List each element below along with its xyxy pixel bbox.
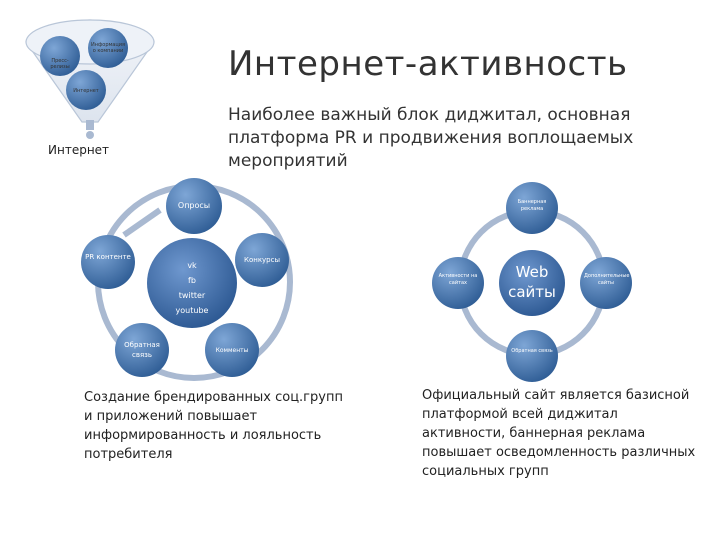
- funnel-circle-left: [40, 36, 80, 76]
- right-center-text: Web сайты: [502, 262, 562, 302]
- right-center-circle: [499, 250, 565, 316]
- page-subtitle: Наиболее важный блок диджитал, основная …: [228, 105, 634, 171]
- right-node-top-label: Баннерная реклама: [517, 199, 547, 212]
- left-node-right-label: Конкурсы: [243, 256, 281, 264]
- right-node-left: [432, 257, 484, 309]
- funnel-bottom-label: Интернет: [48, 143, 110, 157]
- right-node-left-label: Активности на сайтах: [438, 273, 478, 286]
- funnel-label-info: Информация о компании: [90, 42, 125, 54]
- left-cycle-graphic: [81, 178, 293, 381]
- funnel-label-internet: Интернет: [73, 88, 99, 94]
- left-node-right: [235, 233, 289, 287]
- left-center-line: vk: [187, 261, 197, 270]
- left-node-bottom-right: [205, 323, 259, 377]
- left-node-left: [81, 235, 135, 289]
- left-center-line: twitter: [178, 291, 206, 300]
- right-center-line: сайты: [508, 283, 556, 301]
- right-node-right: [580, 257, 632, 309]
- right-caption: Официальный сайт является базисной платф…: [422, 388, 696, 479]
- left-node-bottom-left-label: Обратная связь: [124, 341, 160, 359]
- right-node-bottom-label: Обратная связь: [511, 348, 553, 354]
- right-node-top: [506, 182, 558, 234]
- page-title: Интернет-активность: [228, 44, 628, 84]
- right-node-bottom: [506, 330, 558, 382]
- right-cycle-graphic: [432, 182, 632, 382]
- funnel-circle-right: [88, 28, 128, 68]
- left-center-line: youtube: [175, 306, 209, 315]
- left-center-circle: [147, 238, 237, 328]
- funnel-circle-middle: [66, 70, 106, 110]
- left-caption: Создание брендированных соц.групп и прил…: [84, 390, 343, 462]
- left-center-line: fb: [188, 276, 196, 285]
- left-node-top: [166, 178, 222, 234]
- right-center-line: Web: [515, 263, 549, 281]
- left-node-bottom-left: [115, 323, 169, 377]
- left-node-bottom-right-label: Комменты: [215, 347, 249, 354]
- left-center-text: vk fb twitter youtube: [152, 258, 232, 318]
- funnel-graphic: [25, 19, 155, 139]
- funnel-label-press: Пресс-релизы: [50, 58, 70, 70]
- right-node-right-label: Дополнительные сайты: [584, 273, 630, 286]
- left-node-left-label: PR контенте: [85, 253, 131, 261]
- left-node-top-label: Опросы: [177, 201, 211, 210]
